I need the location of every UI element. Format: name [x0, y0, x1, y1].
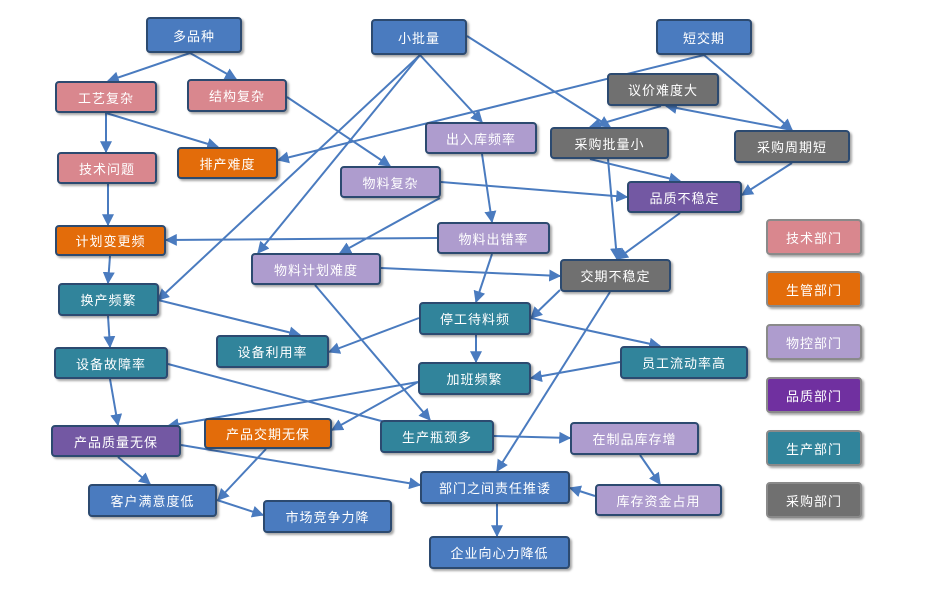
node-equipment-utilization: 设备利用率 — [216, 335, 329, 368]
legend-material-dept: 物控部门 — [766, 324, 862, 360]
node-material-planning-difficulty: 物料计划难度 — [251, 253, 381, 285]
connector-arrow — [607, 158, 623, 261]
connector-arrow — [106, 52, 191, 84]
connector-arrow — [327, 317, 420, 354]
connector-arrow — [117, 456, 151, 485]
node-short-purchase-cycle: 采购周期短 — [734, 130, 850, 163]
connector-arrow — [440, 181, 629, 203]
node-unstable-quality: 品质不稳定 — [627, 181, 742, 213]
node-unstable-delivery: 交期不稳定 — [560, 259, 671, 292]
node-technical-issues: 技术问题 — [57, 152, 157, 184]
legend-tech-dept: 技术部门 — [766, 219, 862, 255]
node-inout-frequency: 出入库频率 — [425, 122, 537, 154]
legend-purchasing-dept: 采购部门 — [766, 482, 862, 518]
connector-arrow — [493, 431, 572, 444]
node-many-bottlenecks: 生产瓶颈多 — [380, 420, 494, 453]
connector-arrow — [217, 448, 267, 501]
connector-arrow — [589, 158, 682, 185]
node-cohesion-decline: 企业向心力降低 — [429, 536, 570, 569]
node-low-customer-satisfaction: 客户满意度低 — [88, 484, 217, 517]
connector-arrow — [740, 162, 793, 196]
node-wip-inventory-increase: 在制品库存增 — [570, 422, 699, 455]
node-price-negotiation-hard: 议价难度大 — [607, 73, 719, 106]
connector-arrow — [496, 291, 611, 473]
connector-arrow — [639, 454, 661, 485]
legend-quality-dept: 品质部门 — [766, 377, 862, 413]
node-complex-structure: 结构复杂 — [187, 79, 287, 112]
connector-arrow — [157, 299, 302, 339]
node-complex-process: 工艺复杂 — [55, 81, 157, 113]
connector-arrow — [530, 317, 662, 350]
connector-arrow — [103, 315, 116, 349]
node-inventory-capital: 库存资金占用 — [595, 484, 722, 516]
connector-arrow — [529, 361, 621, 382]
connector-arrow — [257, 54, 421, 254]
node-small-batch: 小批量 — [371, 19, 467, 55]
connector-arrow — [419, 54, 483, 123]
connector-arrow — [568, 485, 596, 498]
connector-arrow — [157, 54, 421, 301]
node-waiting-for-materials: 停工待料频 — [419, 302, 531, 335]
connector-arrow — [588, 105, 662, 130]
node-departments-blame: 部门之间责任推诿 — [420, 471, 570, 504]
node-short-lead-time: 短交期 — [656, 19, 752, 55]
node-scheduling-difficulty: 排产难度 — [177, 147, 278, 179]
node-frequent-plan-changes: 计划变更频 — [55, 225, 166, 256]
connector-arrow — [314, 284, 431, 421]
connector-arrow — [189, 52, 238, 80]
node-frequent-overtime: 加班频繁 — [418, 362, 531, 395]
node-multi-variety: 多品种 — [146, 17, 242, 53]
connector-arrow — [616, 212, 681, 260]
connector-arrow — [102, 255, 115, 285]
connector-arrow — [216, 499, 265, 518]
connector-arrow — [109, 378, 123, 427]
node-material-error-rate: 物料出错率 — [437, 222, 550, 254]
node-frequent-changeover: 换产频繁 — [58, 283, 159, 316]
node-small-purchase-batch: 采购批量小 — [550, 127, 669, 159]
connector-arrow — [703, 54, 793, 131]
connector-arrow — [380, 267, 562, 282]
connector-arrow — [473, 253, 493, 304]
connector-arrow — [105, 112, 220, 150]
connector-arrow — [466, 35, 612, 128]
node-high-turnover: 员工流动率高 — [620, 346, 748, 379]
connector-arrow — [664, 102, 793, 131]
connector-arrow — [180, 444, 422, 490]
connector-arrow — [530, 289, 561, 319]
connector-arrow — [481, 153, 497, 224]
connector-arrow — [338, 197, 441, 254]
connector-arrow — [167, 363, 417, 434]
node-competitiveness-decline: 市场竞争力降 — [263, 500, 392, 533]
legend-prod-mgmt-dept: 生管部门 — [766, 271, 862, 307]
node-material-complexity: 物料复杂 — [340, 166, 441, 198]
connector-arrow — [164, 233, 438, 246]
node-quality-not-guaranteed: 产品质量无保 — [51, 425, 181, 457]
node-delivery-not-guaranteed: 产品交期无保 — [204, 418, 332, 449]
legend-production-dept: 生产部门 — [766, 430, 862, 466]
node-equipment-failure-rate: 设备故障率 — [54, 347, 168, 379]
connector-arrow — [276, 54, 705, 164]
